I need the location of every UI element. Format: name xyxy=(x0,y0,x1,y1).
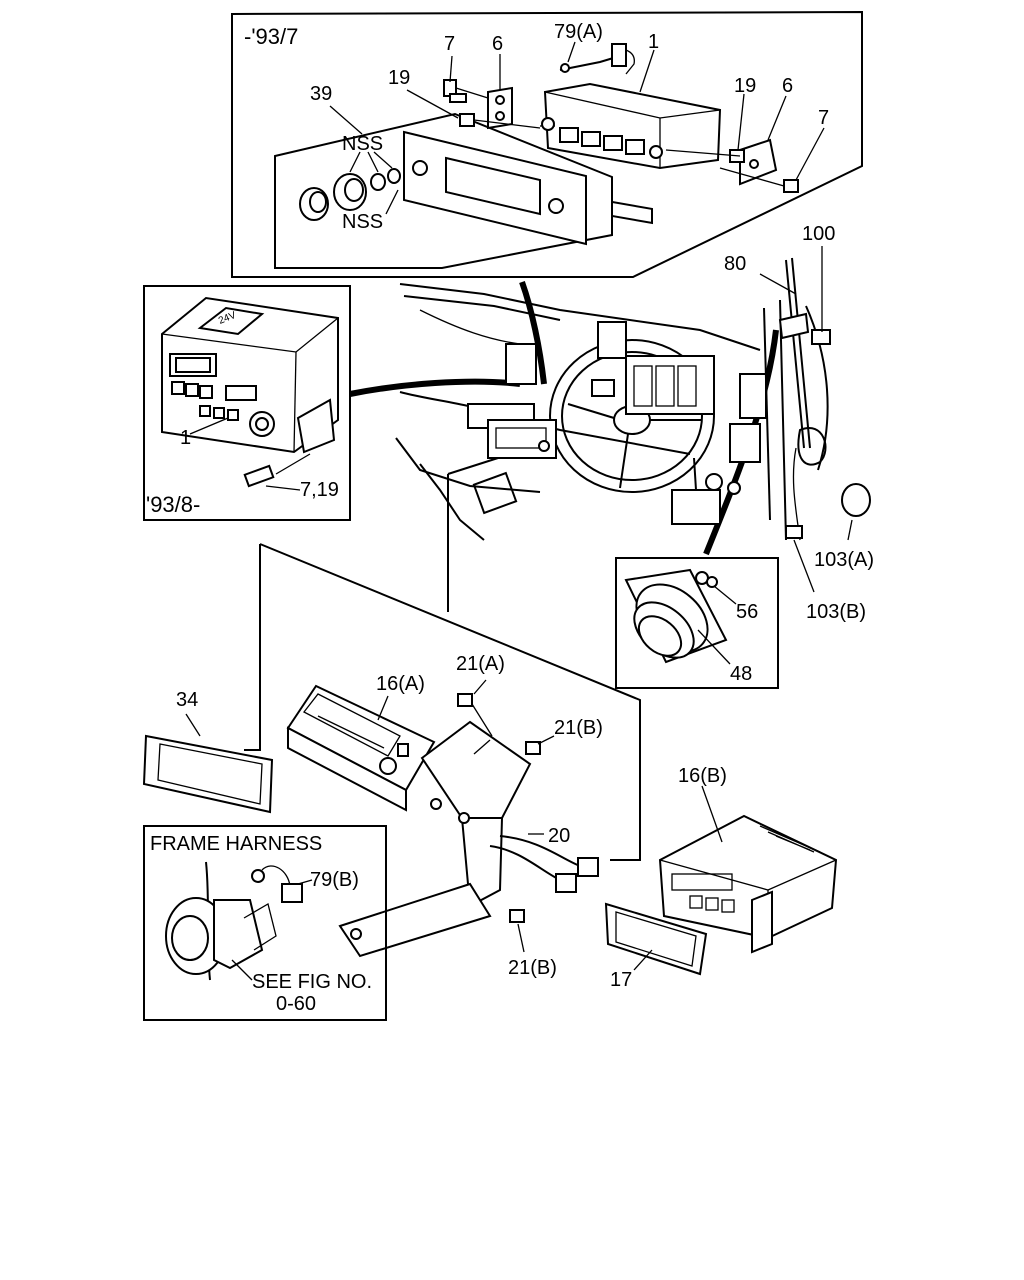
dashboard-scene xyxy=(349,280,829,556)
label-see-fig: SEE FIG NO. xyxy=(252,971,372,993)
label-nss-bottom: NSS xyxy=(342,211,383,233)
label-19-left: 19 xyxy=(388,67,410,89)
radio-unit-16b: 16(B) xyxy=(658,765,838,954)
screws-early xyxy=(443,79,799,193)
label-39: 39 xyxy=(310,83,332,105)
label-34: 34 xyxy=(176,689,198,711)
knobs-nss xyxy=(299,151,401,221)
plug-79a xyxy=(559,43,635,75)
label-16b: 16(B) xyxy=(678,765,727,787)
label-frame-harness: FRAME HARNESS xyxy=(150,833,322,855)
label-79a: 79(A) xyxy=(554,21,603,43)
label-date-before: -'93/7 xyxy=(244,24,298,49)
leaders-early xyxy=(329,41,825,181)
label-20: 20 xyxy=(548,825,570,847)
bezel-17: 17 xyxy=(604,902,708,991)
label-80: 80 xyxy=(724,253,746,275)
bracket-right xyxy=(739,138,778,186)
label-17: 17 xyxy=(610,969,632,991)
label-16a: 16(A) xyxy=(376,673,425,695)
label-100: 100 xyxy=(802,223,835,245)
label-6-left: 6 xyxy=(492,33,503,55)
radio-assembly-16a: 16(A) 21(A) 21(B) 20 21(B) xyxy=(244,457,641,979)
radio-unit-late xyxy=(161,296,339,454)
label-21b-bottom: 21(B) xyxy=(508,957,557,979)
antenna-assembly: 80 100 103(A) 103(B) xyxy=(724,223,874,623)
label-6-right: 6 xyxy=(782,75,793,97)
inset-early-model: -'93/7 1 6 7 79(A) 19 39 NSS NSS 19 6 7 xyxy=(231,10,863,278)
label-1-left: 1 xyxy=(180,427,191,449)
label-fig-no: 0-60 xyxy=(276,993,316,1015)
label-48: 48 xyxy=(730,663,752,685)
label-7-19: 7,19 xyxy=(300,479,339,501)
label-19-right: 19 xyxy=(734,75,756,97)
label-7-right: 7 xyxy=(818,107,829,129)
inset-frame-harness: FRAME HARNESS 79(B) SEE FIG NO. 0-60 xyxy=(143,825,387,1021)
radio-unit-early xyxy=(540,82,722,225)
inset-late-model: 1 7,19 '93/8- 24V xyxy=(143,285,351,521)
screw-7-19 xyxy=(243,453,311,491)
bezel-34: 34 xyxy=(142,689,274,814)
label-103b: 103(B) xyxy=(806,601,866,623)
label-21a: 21(A) xyxy=(456,653,505,675)
faceplate-39 xyxy=(403,130,587,246)
label-103a: 103(A) xyxy=(814,549,874,571)
label-21b-top: 21(B) xyxy=(554,717,603,739)
label-79b: 79(B) xyxy=(310,869,359,891)
label-1-top: 1 xyxy=(648,31,659,53)
label-7-left: 7 xyxy=(444,33,455,55)
label-56: 56 xyxy=(736,601,758,623)
inset-speaker: 56 48 xyxy=(615,557,779,689)
label-nss-top: NSS xyxy=(342,133,383,155)
label-date-after: '93/8- xyxy=(146,492,200,517)
